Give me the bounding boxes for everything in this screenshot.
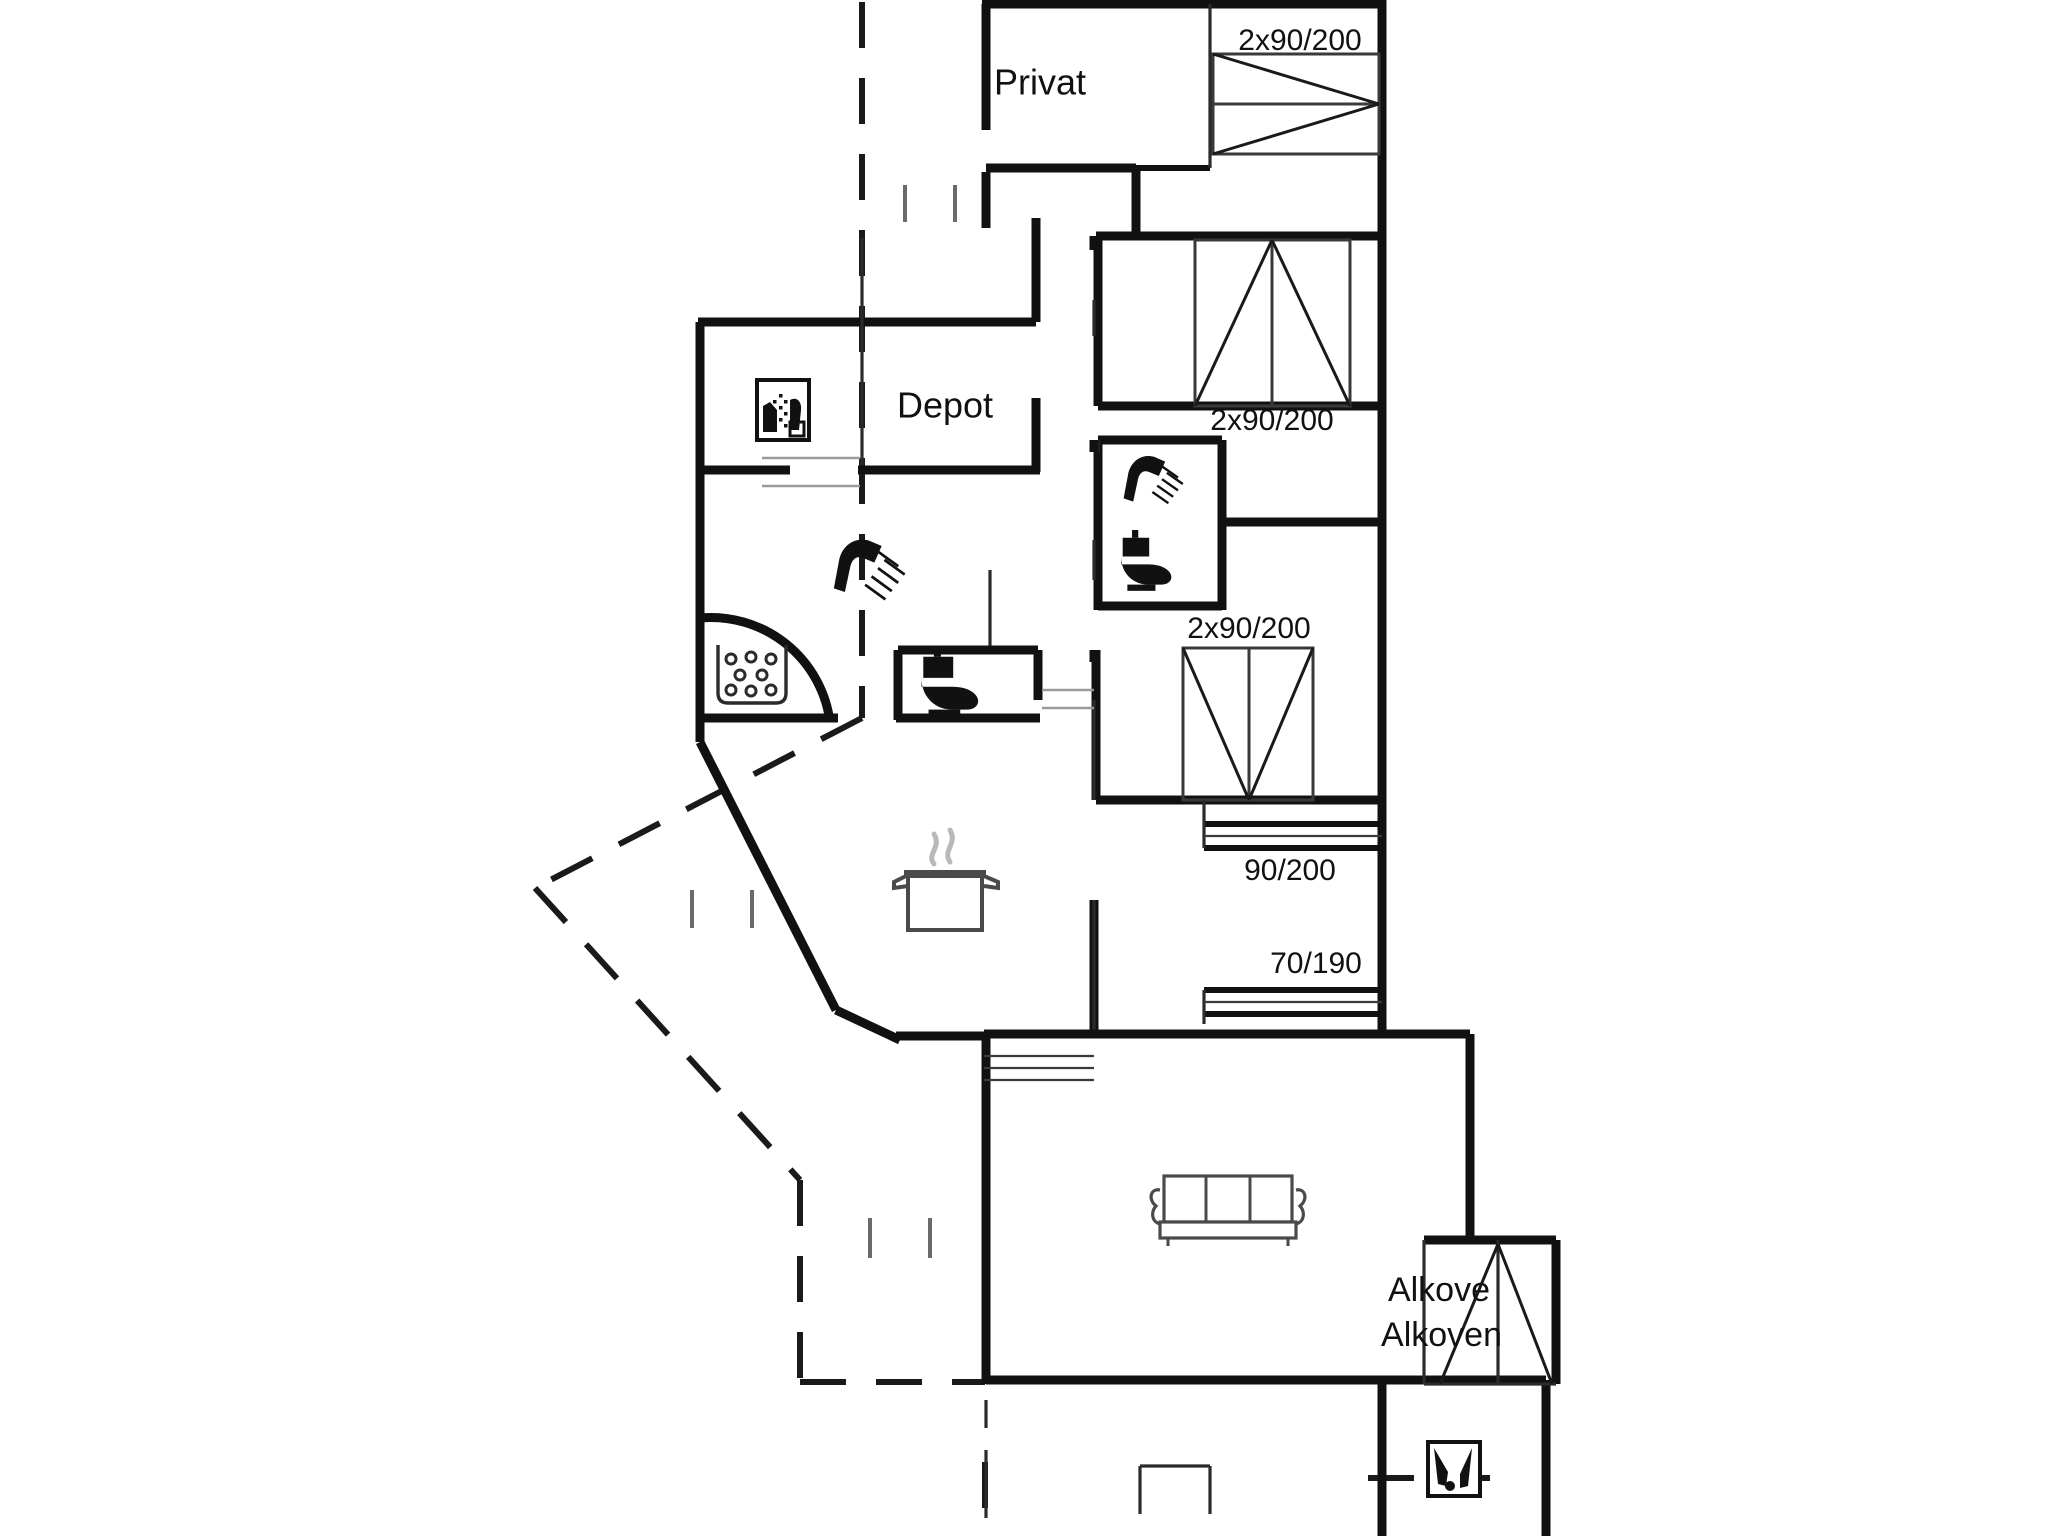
whirlpool-icon xyxy=(699,613,835,723)
wc2-room-walls xyxy=(1093,435,1382,611)
door-entry-70-group xyxy=(1202,987,1382,1024)
door-terrace-90-group xyxy=(1202,800,1382,851)
door-bed-lower-group xyxy=(1181,646,1315,802)
sofa-icon xyxy=(1149,1174,1307,1246)
toilet-icon xyxy=(921,648,979,717)
alkove-walls xyxy=(1422,1235,1561,1386)
door-bed-upper-group xyxy=(1193,238,1352,408)
dim-door-bed-lower: 2x90/200 xyxy=(1187,612,1310,645)
alkove-door-swing xyxy=(1438,1243,1554,1385)
bathroom-walls xyxy=(695,470,1094,723)
room-label-privat: Privat xyxy=(994,62,1086,103)
room-label-alkove: Alkove xyxy=(1388,1271,1490,1309)
dim-door-top-right: 2x90/200 xyxy=(1238,24,1361,57)
privat-room-walls xyxy=(981,0,1386,232)
bottom-section-details xyxy=(984,1400,1212,1518)
fireplace-icon xyxy=(1426,1440,1482,1498)
dim-door-entry-70: 70/190 xyxy=(1270,947,1362,980)
cooking-pot-icon xyxy=(892,827,1000,932)
room-label-depot: Depot xyxy=(897,385,993,426)
dim-door-bed-upper: 2x90/200 xyxy=(1210,404,1333,437)
terrace-outline xyxy=(532,2,1520,1536)
kitchen-walls xyxy=(695,720,1096,1045)
room-label-alkoven: Alkoven xyxy=(1381,1316,1502,1354)
shower-icon xyxy=(1123,455,1184,505)
shower-icon xyxy=(833,539,906,601)
sauna-icon xyxy=(755,378,811,442)
toilet-icon xyxy=(1121,530,1172,591)
dim-door-terrace-90: 90/200 xyxy=(1244,854,1336,887)
depot-walls xyxy=(695,218,1041,488)
living-room-window-hatch xyxy=(984,1054,1094,1082)
terrace-railing-ticks xyxy=(690,185,957,1258)
door-top-right-group xyxy=(1211,52,1381,156)
